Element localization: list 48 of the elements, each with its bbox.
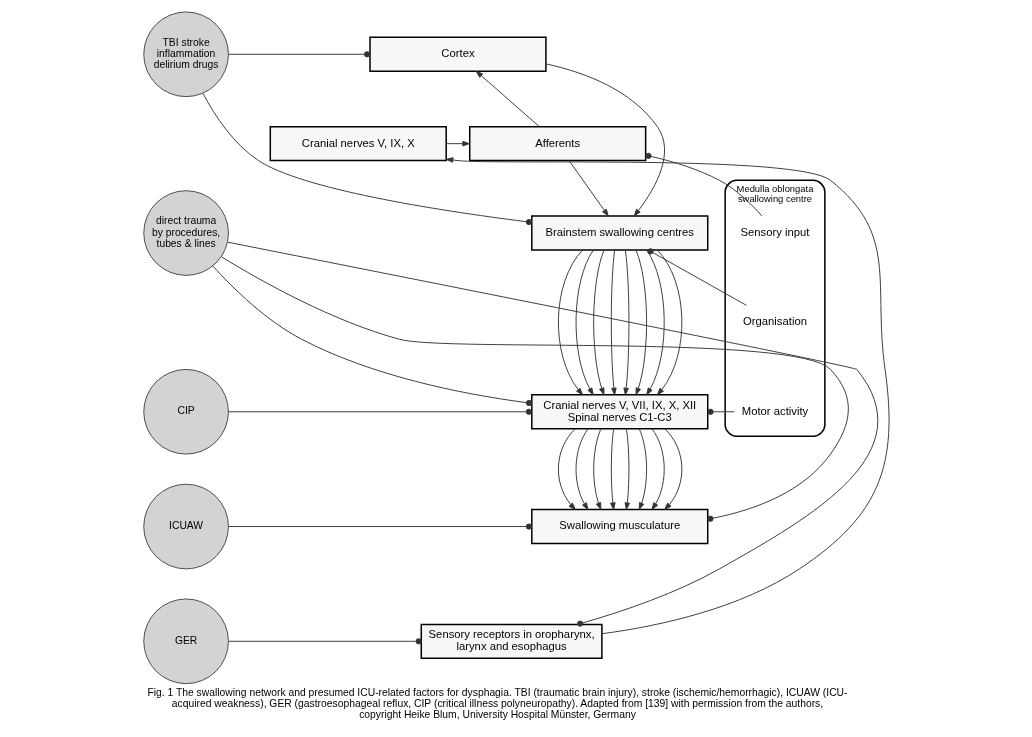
connector bbox=[226, 241, 878, 627]
node-box: Brainstem swallowing centres bbox=[530, 215, 708, 251]
arrow bbox=[445, 157, 889, 635]
node-box: Afferents bbox=[468, 125, 646, 162]
arrow bbox=[656, 249, 682, 396]
arrow bbox=[475, 70, 540, 127]
connector bbox=[227, 523, 532, 530]
node-box: Cranial nerves V, IX, X bbox=[269, 125, 447, 162]
arrow bbox=[557, 249, 583, 396]
connector bbox=[220, 256, 849, 522]
node-circle: direct trauma by procedures, tubes & lines bbox=[142, 190, 229, 276]
arrow bbox=[575, 428, 588, 510]
node-box: Cranial nerves V, VII, IX, X, XII Spinal nerves C1-C3 bbox=[530, 394, 708, 430]
arrow bbox=[610, 249, 617, 396]
arrow bbox=[545, 63, 665, 217]
arrow bbox=[557, 428, 576, 510]
arrow bbox=[445, 140, 470, 147]
node-box: Cortex bbox=[368, 36, 547, 72]
arrow bbox=[592, 428, 601, 510]
node-text: Sensory input bbox=[740, 225, 809, 238]
arrow bbox=[568, 160, 609, 217]
arrow bbox=[575, 249, 594, 396]
caption: Fig. 1 The swallowing network and presumed ICU-related factors for dysphagia. TBI (traumatic brain injury), stroke (ischemic/hemorrhagic), ICUAW (ICU-acquired weakness), GER (gastroesophageal reflux, CIP (critical illness polyneuropathy). Adapted from [139] with permission from the authors, copyright Heike Blum, University Hospital Münster, Germany bbox=[146, 686, 848, 721]
connector bbox=[707, 408, 735, 415]
node-circle: TBI stroke inflammation delirium drugs bbox=[142, 11, 229, 98]
connector bbox=[646, 248, 747, 306]
node-circle: ICUAW bbox=[142, 483, 229, 570]
arrow bbox=[609, 428, 616, 510]
node-box: Swallowing musculature bbox=[530, 508, 708, 545]
node-circle: GER bbox=[142, 598, 229, 685]
connector bbox=[644, 152, 762, 217]
arrow bbox=[645, 249, 665, 396]
connector bbox=[211, 265, 532, 407]
arrow bbox=[651, 428, 665, 510]
connector bbox=[202, 92, 532, 226]
arrow bbox=[663, 428, 682, 510]
connector bbox=[227, 51, 370, 58]
arrow bbox=[638, 428, 647, 510]
node-circle: CIP bbox=[142, 368, 229, 455]
connector bbox=[227, 408, 532, 415]
arrow bbox=[622, 249, 629, 396]
arrow bbox=[635, 249, 647, 396]
node-text: Organisation bbox=[742, 315, 807, 328]
arrow bbox=[592, 249, 604, 396]
node-text: Motor activity bbox=[741, 404, 808, 417]
connector bbox=[227, 638, 422, 645]
node-box: Sensory receptors in oropharynx, larynx and esophagus bbox=[420, 623, 603, 659]
arrow bbox=[624, 428, 630, 510]
